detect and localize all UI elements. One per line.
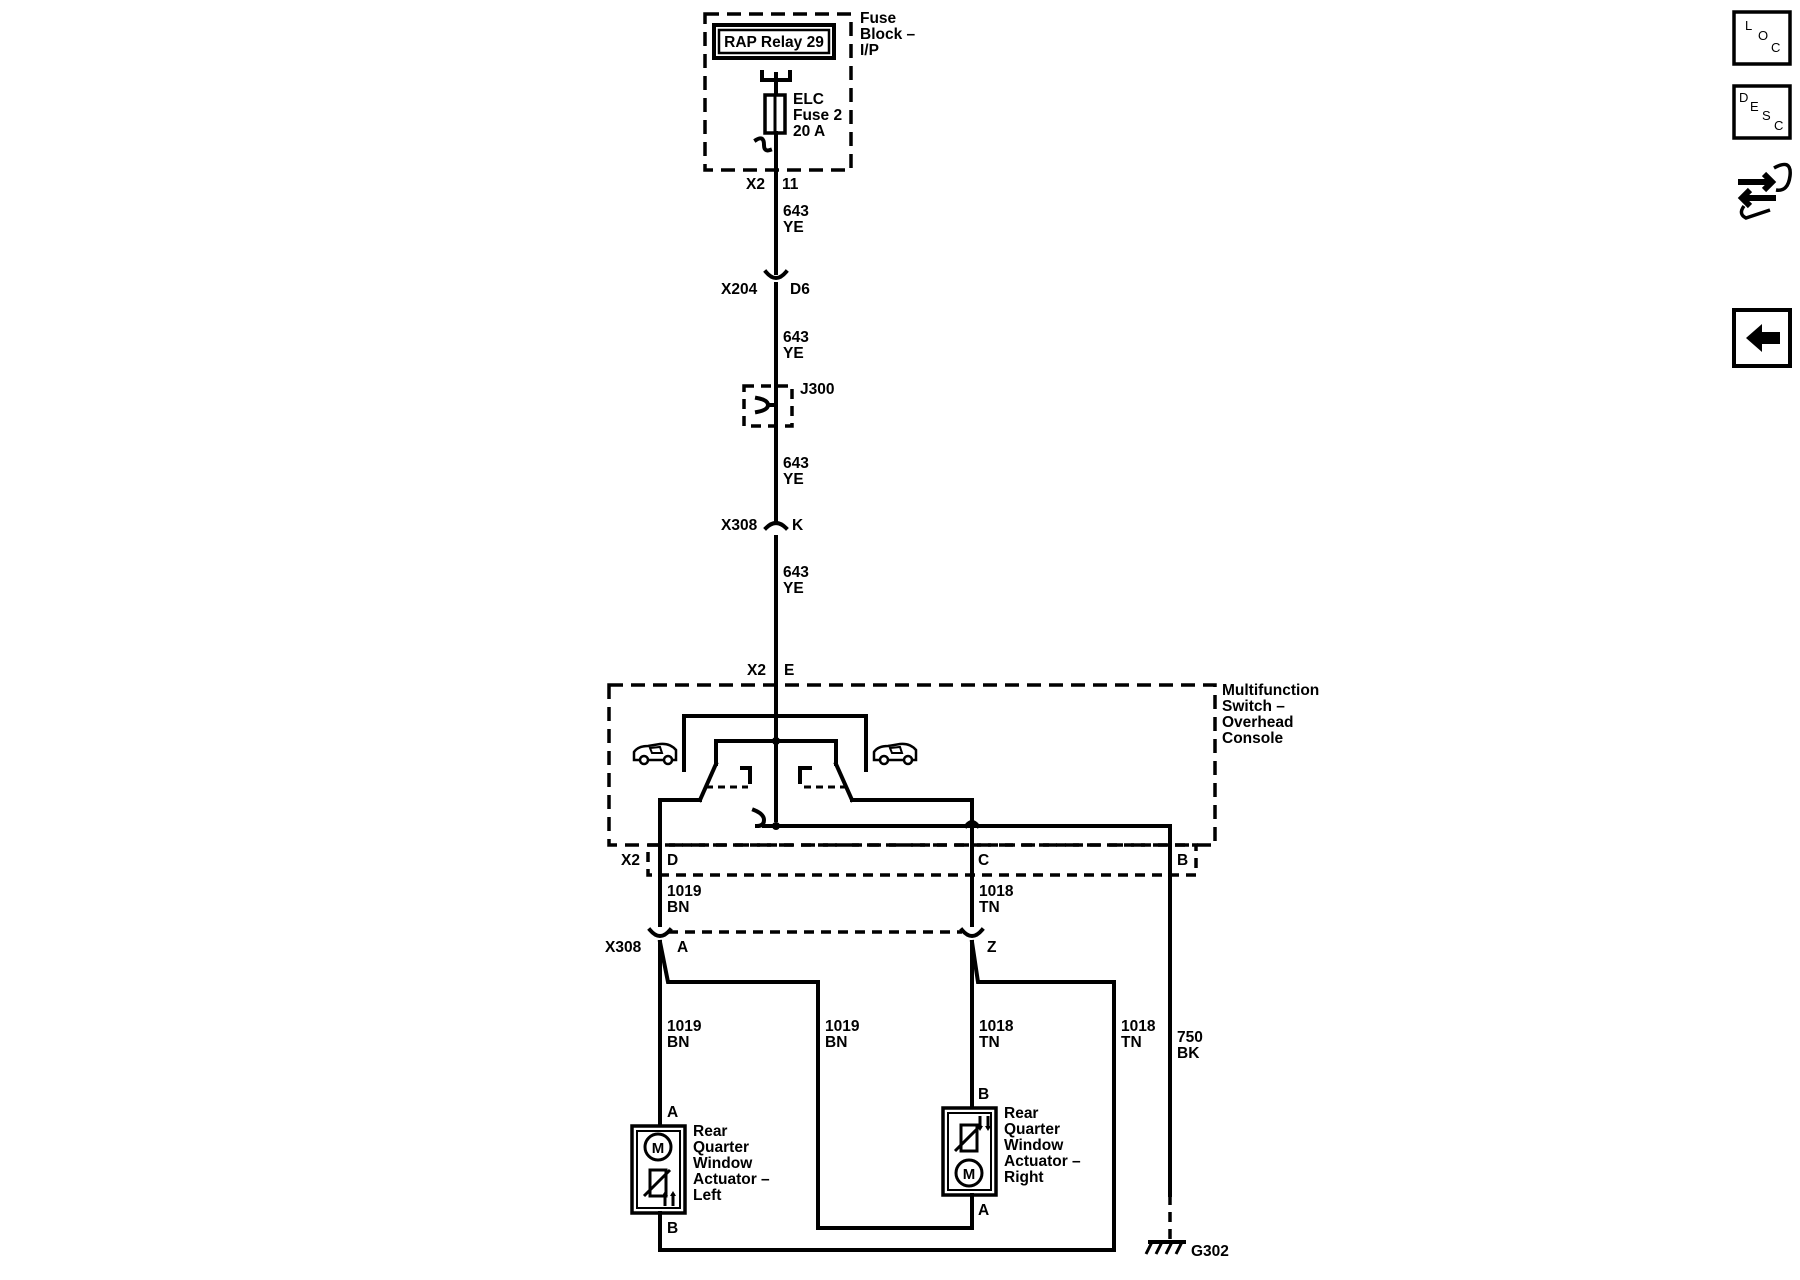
wire-1018-color-2: TN: [979, 1034, 1000, 1051]
switch-name-2: Switch –: [1222, 698, 1285, 715]
fuse-name-1: ELC: [793, 91, 824, 108]
wire-643-color-2: YE: [783, 345, 804, 362]
location-button[interactable]: L O C: [1732, 10, 1792, 66]
connector-x308-top-label: X308: [721, 517, 758, 534]
actuator-left-name-5: Left: [693, 1187, 721, 1204]
actuator-right-pin-b: B: [978, 1086, 989, 1103]
switch-name-4: Console: [1222, 730, 1284, 747]
arrow-left-icon: [1737, 187, 1776, 209]
actuator-left-name-3: Window: [693, 1155, 753, 1172]
actuator-right-name-5: Right: [1004, 1169, 1044, 1186]
wire-1018-circuit-1: 1018: [979, 883, 1014, 900]
back-arrow-icon: [1746, 324, 1780, 352]
desc-letter-e: E: [1750, 99, 1759, 114]
wire-1019-circuit-2: 1019: [667, 1018, 702, 1035]
fuse-name-3: 20 A: [793, 123, 825, 140]
switch-outline: [607, 683, 1217, 847]
ground-g302: G302: [1144, 1195, 1229, 1260]
wire-1018-circuit-2: 1018: [979, 1018, 1014, 1035]
wire-643-circuit-2: 643: [783, 329, 809, 346]
wire-1019-color-2: BN: [667, 1034, 689, 1051]
connector-x2-pin-11: 11: [782, 176, 799, 193]
actuator-right-pin-a: A: [978, 1202, 989, 1219]
vehicle-window-icon-left: [632, 742, 678, 766]
relay-label: RAP Relay 29: [724, 34, 824, 51]
wire-1019-circuit-1: 1019: [667, 883, 702, 900]
connector-x308-pin-z: Z: [987, 939, 997, 956]
splice-j300-label: J300: [800, 381, 834, 398]
motor-icon-right: [954, 1158, 984, 1188]
fuse-block: RAP Relay 29 Fuse Block – I/P ELC Fuse 2…: [703, 10, 916, 172]
switch-name-3: Overhead: [1222, 714, 1294, 731]
connector-x308-a-symbol: [647, 927, 673, 938]
wire-1018-color-3: TN: [1121, 1034, 1142, 1051]
connector-tools-button[interactable]: [1730, 156, 1794, 222]
connector-x2-pin-b: B: [1177, 852, 1188, 869]
actuator-left-name-4: Actuator –: [693, 1171, 770, 1188]
fuse-block-name-1: Fuse: [860, 10, 897, 27]
multifunction-switch: Multifunction Switch – Overhead Console: [607, 682, 1319, 1197]
connector-x2-pin-e: E: [784, 662, 794, 679]
fuse-block-name-3: I/P: [860, 42, 879, 59]
ground-label: G302: [1191, 1243, 1229, 1260]
relay-box: [712, 23, 836, 60]
wire-643-circuit-4: 643: [783, 564, 809, 581]
connector-x2-pin-d: D: [667, 852, 678, 869]
back-button[interactable]: [1732, 308, 1792, 368]
connector-x2-pin-c: C: [978, 852, 989, 869]
actuator-right-name-2: Quarter: [1004, 1121, 1060, 1138]
connector-x308-pin-k: K: [792, 517, 804, 534]
actuator-left-pin-a: A: [667, 1104, 678, 1121]
desc-letter-c: C: [1774, 118, 1783, 133]
wire-750-circuit: 750: [1177, 1029, 1203, 1046]
wire-750-color: BK: [1177, 1045, 1200, 1062]
loc-letter-c: C: [1771, 40, 1780, 55]
arrow-right-icon: [1738, 171, 1777, 193]
wire-643-color-4: YE: [783, 580, 804, 597]
connector-x204-symbol: [763, 269, 789, 280]
connector-x308-bottom-label: X308: [605, 939, 642, 956]
actuator-left-name-2: Quarter: [693, 1139, 749, 1156]
motor-left-label: M: [652, 1140, 665, 1157]
connector-x308-k-symbol: [763, 521, 789, 531]
wire-1019-color-3: BN: [825, 1034, 847, 1051]
fuse-block-name-2: Block –: [860, 26, 916, 43]
wire-643-circuit-1: 643: [783, 203, 809, 220]
desc-letter-d: D: [1739, 90, 1748, 105]
desc-letter-s: S: [1762, 108, 1771, 123]
switch-name-1: Multifunction: [1222, 682, 1319, 699]
vehicle-window-icon-right: [872, 742, 918, 766]
wire-643-color-3: YE: [783, 471, 804, 488]
wire-643-color-1: YE: [783, 219, 804, 236]
actuator-left-pin-b: B: [667, 1220, 678, 1237]
loc-letter-l: L: [1745, 18, 1752, 33]
description-button[interactable]: D E S C: [1732, 84, 1792, 140]
actuator-right-name-1: Rear: [1004, 1105, 1038, 1122]
actuator-right-name-4: Actuator –: [1004, 1153, 1081, 1170]
wire-1019-circuit-3: 1019: [825, 1018, 860, 1035]
connector-x308-pin-a: A: [677, 939, 688, 956]
connector-x2-label: X2: [746, 176, 765, 193]
splice-j300-box: [742, 384, 794, 428]
wire-1018-color-1: TN: [979, 899, 1000, 916]
connector-x2-bottom-box: [646, 843, 1198, 877]
actuator-right: B M A Rear Quarter Window Actuator – Rig…: [941, 1086, 1081, 1230]
connector-x308-z-symbol: [959, 927, 985, 938]
connector-x2-e-label: X2: [747, 662, 766, 679]
motor-icon-left: [643, 1132, 673, 1162]
fuse-name-2: Fuse 2: [793, 107, 842, 124]
actuator-left-name-1: Rear: [693, 1123, 727, 1140]
wire-1019-color-1: BN: [667, 899, 689, 916]
wire-643-circuit-3: 643: [783, 455, 809, 472]
connector-x2-bottom-label: X2: [621, 852, 640, 869]
loc-letter-o: O: [1758, 28, 1768, 43]
connector-x204-label: X204: [721, 281, 758, 298]
connector-x204-pin: D6: [790, 281, 810, 298]
actuator-right-name-3: Window: [1004, 1137, 1064, 1154]
actuator-left: A M B Rear Quarter Window Actuator – Lef…: [630, 1104, 770, 1252]
wire-1018-circuit-3: 1018: [1121, 1018, 1156, 1035]
motor-right-label: M: [963, 1166, 976, 1183]
wrench-icon: [1773, 162, 1792, 192]
